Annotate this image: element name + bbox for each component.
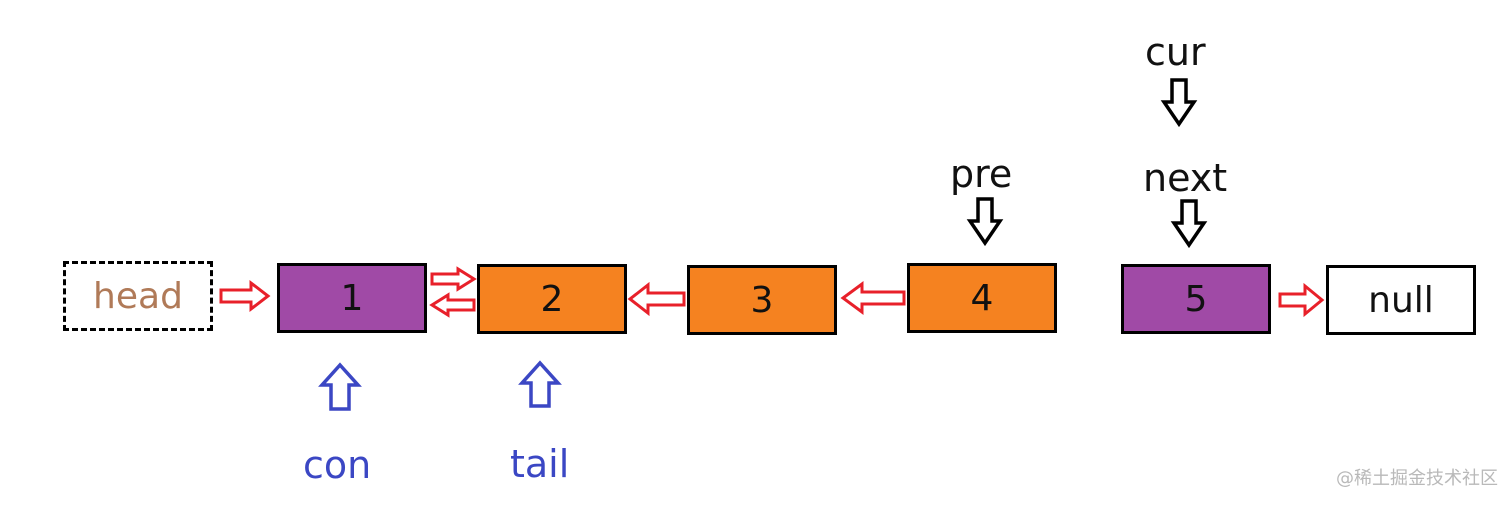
node-5: 5	[1121, 264, 1271, 334]
label-cur: cur	[1145, 30, 1206, 74]
null-node: null	[1326, 265, 1476, 335]
head-node-label: head	[93, 275, 183, 317]
node-5-label: 5	[1184, 278, 1208, 320]
node-1: 1	[277, 263, 427, 333]
label-tail: tail	[510, 442, 570, 486]
watermark: @稀土掘金技术社区	[1336, 468, 1498, 489]
label-pre: pre	[950, 152, 1013, 196]
node-4-label: 4	[970, 277, 994, 319]
node-4: 4	[907, 263, 1057, 333]
node-3-label: 3	[750, 279, 774, 321]
label-next: next	[1143, 156, 1228, 200]
node-2: 2	[477, 264, 627, 334]
node-3: 3	[687, 265, 837, 335]
head-node: head	[63, 261, 213, 331]
node-1-label: 1	[340, 277, 364, 319]
label-con: con	[303, 443, 372, 487]
null-node-label: null	[1368, 279, 1434, 321]
node-2-label: 2	[540, 278, 564, 320]
